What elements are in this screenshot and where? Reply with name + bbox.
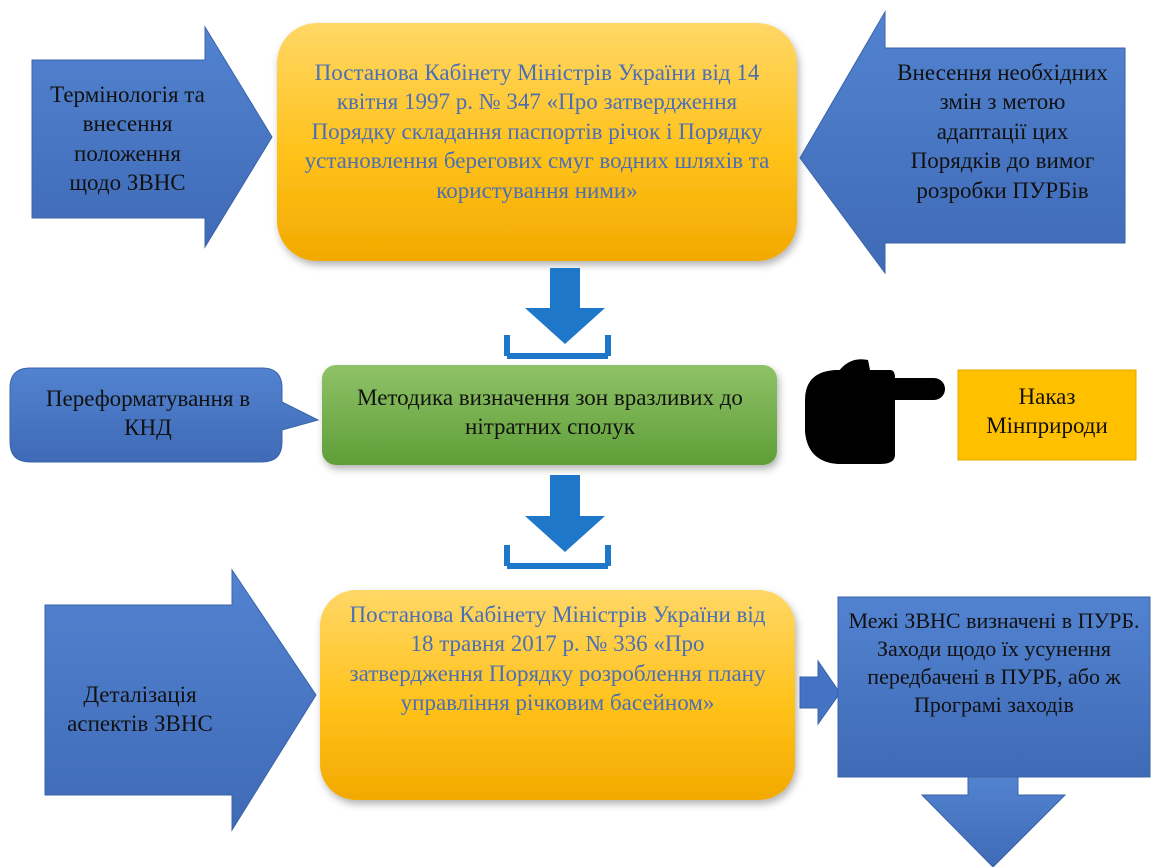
top-decree-box <box>277 23 797 261</box>
left-arrow-top-shape <box>31 25 273 249</box>
left-arrow-bottom-shape <box>44 568 317 832</box>
reformatting-callout-shape <box>9 367 320 463</box>
reformatting-label: Переформатування в КНД <box>45 386 251 441</box>
bottom-decree-label: Постанова Кабінету Міністрів України від… <box>349 602 766 716</box>
top-decree-label: Постанова Кабінету Міністрів України від… <box>304 60 770 203</box>
methodology-box <box>322 365 777 465</box>
right-box-bottom-label: Межі ЗВНС визначені в ПУРБ. Заходи щодо … <box>848 608 1140 718</box>
left-arrow-top-label: Термінологія та внесення положення щодо … <box>50 82 205 196</box>
order-box <box>957 369 1137 461</box>
down-arrow-shape <box>920 776 1067 867</box>
left-arrow-bottom-label: Деталізація аспектів ЗВНС <box>67 682 213 737</box>
order-label: Наказ Мінприроди <box>986 384 1108 439</box>
bottom-decree-box <box>320 590 795 800</box>
pointing-hand-icon <box>805 359 945 464</box>
methodology-label: Методика визначення зон вразливих до ніт… <box>357 385 743 440</box>
right-box-bottom-shape <box>837 596 1151 778</box>
right-arrow-top-shape <box>799 10 1126 275</box>
small-right-arrow-shape <box>799 659 841 726</box>
download-icon <box>504 475 611 569</box>
download-icon <box>504 268 611 359</box>
right-arrow-top-label: Внесення необхідних змін з метою адаптац… <box>897 60 1108 203</box>
